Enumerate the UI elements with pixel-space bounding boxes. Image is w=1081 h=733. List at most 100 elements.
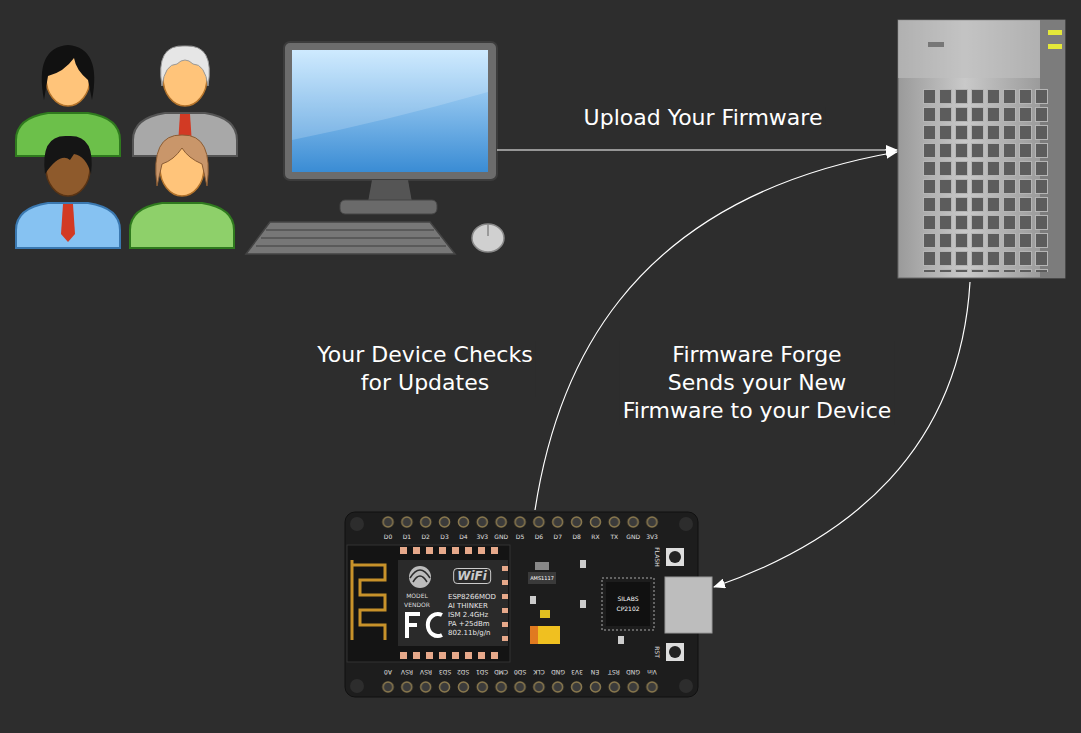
module-text: PA +25dBm bbox=[448, 621, 490, 628]
module-text: 802.11b/g/n bbox=[448, 630, 491, 637]
pin-label: 3V3 bbox=[646, 534, 658, 540]
esp8266-board bbox=[400, 652, 407, 659]
esp8266-board bbox=[345, 512, 698, 697]
pin-label: D5 bbox=[516, 534, 524, 540]
computer-icon bbox=[340, 200, 437, 214]
pin-label: Vin bbox=[647, 669, 656, 675]
module-text: AI THINKER bbox=[448, 603, 488, 610]
esp8266-board bbox=[491, 547, 498, 554]
esp8266-board bbox=[428, 614, 442, 636]
arrow bbox=[535, 152, 897, 510]
esp8266-board bbox=[405, 612, 420, 616]
esp8266-board bbox=[347, 545, 510, 662]
esp8266-board bbox=[502, 608, 508, 613]
esp8266-board bbox=[345, 512, 712, 697]
esp8266-board bbox=[502, 580, 508, 585]
server-icon bbox=[898, 20, 1065, 278]
esp8266-board bbox=[352, 560, 385, 640]
esp8266-board bbox=[580, 600, 586, 608]
server-icon bbox=[928, 42, 944, 47]
esp8266-board bbox=[669, 646, 681, 658]
esp8266-board bbox=[530, 596, 536, 604]
module-text: VENDOR bbox=[404, 602, 430, 608]
text-line: Firmware to your Device bbox=[623, 397, 892, 425]
computer-icon bbox=[246, 42, 504, 254]
pin-label: D2 bbox=[422, 534, 430, 540]
person-icon bbox=[61, 204, 75, 242]
pin-label: SD2 bbox=[457, 669, 469, 675]
esp8266-board bbox=[618, 636, 624, 644]
esp8266-board bbox=[350, 679, 364, 693]
esp8266-board bbox=[502, 566, 508, 571]
esp8266-board bbox=[439, 652, 446, 659]
pin-label: D6 bbox=[535, 534, 543, 540]
server-icon bbox=[1048, 44, 1062, 49]
esp8266-board bbox=[679, 679, 693, 693]
arrow-label: Your Device Checks for Updates bbox=[314, 341, 535, 397]
button-label: RST bbox=[654, 646, 660, 658]
esp8266-board bbox=[400, 547, 508, 659]
esp8266-board bbox=[502, 594, 508, 599]
esp8266-board bbox=[452, 547, 459, 554]
text-line: Firmware Forge bbox=[623, 341, 892, 369]
computer-icon bbox=[256, 230, 446, 246]
arrow bbox=[714, 282, 970, 587]
esp8266-board bbox=[426, 652, 433, 659]
pin-label: RX bbox=[591, 534, 599, 540]
pin-label: D0 bbox=[384, 534, 392, 540]
text-line: for Updates bbox=[317, 369, 532, 397]
esp8266-board bbox=[666, 643, 684, 661]
chip-label: AMS1117 bbox=[530, 576, 554, 581]
esp8266-board bbox=[350, 517, 364, 531]
pin-label: D7 bbox=[554, 534, 562, 540]
pin-label: D1 bbox=[403, 534, 411, 540]
esp8266-board bbox=[398, 560, 508, 646]
computer-icon bbox=[284, 42, 497, 180]
person-icon bbox=[156, 135, 209, 186]
esp8266-board bbox=[669, 551, 681, 563]
person-icon bbox=[16, 136, 120, 248]
text-line: Your Device Checks bbox=[317, 341, 532, 369]
person-icon bbox=[130, 135, 234, 248]
computer-icon bbox=[292, 50, 488, 140]
server-icon bbox=[922, 88, 1050, 272]
text-line: Sends your New bbox=[623, 369, 892, 397]
computer-icon bbox=[368, 180, 412, 202]
esp8266-board bbox=[452, 652, 459, 659]
esp8266-board bbox=[465, 652, 472, 659]
esp8266-board bbox=[413, 652, 420, 659]
esp8266-board bbox=[379, 680, 662, 694]
pin-label: SD3 bbox=[438, 669, 450, 675]
esp8266-board bbox=[478, 547, 485, 554]
esp8266-board bbox=[478, 652, 485, 659]
arrow-label: Upload Your Firmware bbox=[581, 107, 826, 129]
arrow-label: Firmware Forge Sends your New Firmware t… bbox=[620, 341, 895, 425]
chip-label: CP2102 bbox=[616, 606, 639, 612]
pin-label: EN bbox=[591, 669, 599, 675]
computer-icon bbox=[246, 222, 455, 254]
esp8266-board bbox=[679, 517, 693, 531]
esp8266-board bbox=[580, 560, 586, 568]
pin-label: RST bbox=[608, 669, 620, 675]
pin-label: A0 bbox=[384, 669, 392, 675]
esp8266-board bbox=[465, 547, 472, 554]
esp8266-board bbox=[409, 566, 431, 588]
esp8266-board bbox=[530, 626, 538, 644]
person-icon bbox=[44, 136, 92, 174]
esp8266-board bbox=[606, 582, 650, 626]
esp8266-board bbox=[665, 577, 712, 633]
pin-label: SD0 bbox=[514, 669, 526, 675]
pin-label: CMD bbox=[494, 669, 508, 675]
pin-label: RSV bbox=[420, 669, 432, 675]
esp8266-board bbox=[666, 548, 684, 566]
arrow bbox=[497, 149, 897, 150]
person-icon bbox=[42, 45, 95, 100]
module-text: MODEL bbox=[406, 593, 428, 599]
esp8266-board bbox=[502, 636, 508, 641]
esp8266-board bbox=[410, 570, 430, 582]
server-icon bbox=[898, 20, 1040, 78]
pin-label: CLK bbox=[533, 669, 544, 675]
esp8266-board bbox=[530, 626, 560, 644]
